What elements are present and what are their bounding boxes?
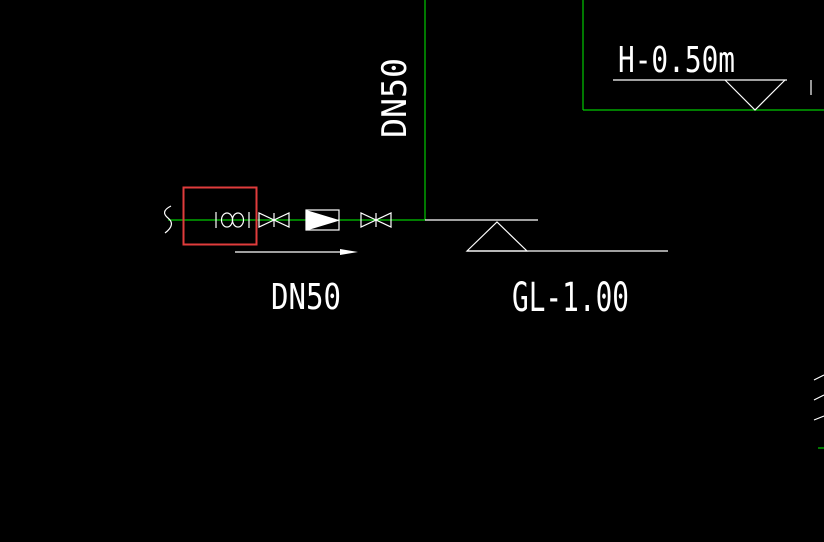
- bowtie-valve-icon: [360, 212, 392, 228]
- elevation-label-top: H-0.50m: [618, 40, 735, 81]
- meter-icon: [215, 212, 250, 228]
- wavy-line-icon: [164, 205, 172, 234]
- selection-highlight-box[interactable]: [182, 186, 258, 246]
- flow-direction-arrow: [235, 249, 358, 255]
- elevation-marker-top: [613, 79, 812, 111]
- pipe-network: [168, 0, 824, 449]
- bowtie-valve-icon: [258, 212, 290, 228]
- pipe-size-label-horizontal: DN50: [271, 277, 341, 318]
- elevation-marker-main: [425, 219, 668, 252]
- elevation-label-main: GL-1.00: [512, 275, 629, 321]
- check-valve-icon: [305, 209, 340, 231]
- pipe-size-label-vertical: DN50: [375, 58, 415, 138]
- offscreen-symbol-fragment: [813, 374, 824, 421]
